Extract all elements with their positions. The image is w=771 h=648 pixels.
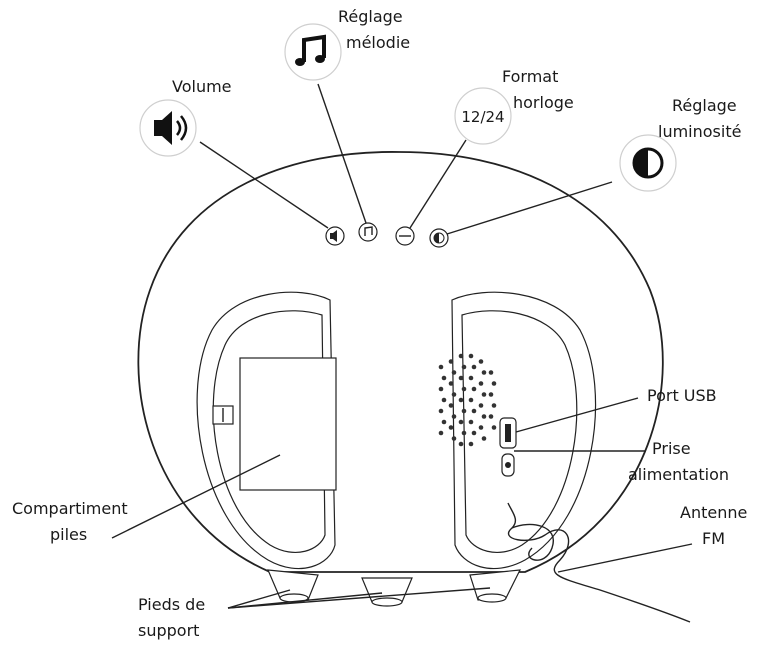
- grille-hole: [448, 425, 454, 430]
- grille-hole: [458, 397, 464, 403]
- grille-hole: [461, 408, 467, 414]
- grille-hole: [438, 386, 444, 392]
- grille-hole: [471, 364, 477, 370]
- label-power-1: Prise: [652, 439, 691, 458]
- grille-hole: [451, 414, 457, 419]
- label-battery-2: piles: [50, 525, 87, 544]
- grille-hole: [461, 430, 467, 436]
- label-feet-2: support: [138, 621, 199, 640]
- grille-hole: [458, 441, 464, 447]
- grille-hole: [448, 381, 454, 386]
- grille-hole: [468, 375, 474, 381]
- half-circle-icon: [632, 147, 664, 179]
- button-melody[interactable]: [358, 222, 378, 242]
- grille-hole: [451, 392, 457, 397]
- grille-hole: [468, 353, 474, 359]
- music-note-icon: [295, 34, 326, 66]
- volume-badge: [139, 99, 197, 157]
- grille-hole: [458, 375, 464, 381]
- grille-hole: [448, 403, 454, 408]
- grille-hole: [488, 414, 494, 419]
- grille-hole: [491, 381, 497, 386]
- grille-hole: [438, 408, 444, 414]
- grille-hole: [488, 392, 494, 397]
- grille-hole: [481, 414, 487, 419]
- grille-hole: [438, 364, 444, 370]
- button-volume[interactable]: [325, 226, 345, 246]
- melody-badge: [284, 23, 342, 81]
- label-brightness-1: Réglage: [672, 96, 737, 115]
- label-melody-1: Réglage: [338, 7, 403, 26]
- grille-hole: [468, 441, 474, 447]
- label-volume: Volume: [172, 77, 232, 96]
- grille-hole: [471, 408, 477, 414]
- speaker-icon: [154, 111, 188, 145]
- label-melody-2: mélodie: [346, 33, 410, 52]
- button-brightness[interactable]: [429, 228, 449, 248]
- grille-hole: [448, 359, 454, 364]
- label-antenna-1: Antenne: [680, 503, 747, 522]
- grille-hole: [491, 425, 497, 430]
- grille-hole: [468, 419, 474, 425]
- button-clock-format[interactable]: [395, 226, 415, 246]
- grille-hole: [441, 375, 447, 381]
- grille-hole: [451, 436, 457, 441]
- clock-badge-text: 12/24: [461, 108, 504, 126]
- grille-hole: [478, 425, 484, 430]
- label-clock-1: Format: [502, 67, 558, 86]
- battery-compartment: [239, 357, 337, 491]
- usb-slot: [505, 424, 511, 442]
- grille-hole: [478, 359, 484, 364]
- label-clock-2: horloge: [513, 93, 574, 112]
- brightness-badge: [619, 134, 677, 192]
- speaker-grille: [438, 353, 497, 447]
- grille-hole: [471, 430, 477, 436]
- grille-hole: [451, 370, 457, 375]
- label-usb: Port USB: [647, 386, 717, 405]
- grille-hole: [471, 386, 477, 392]
- grille-hole: [481, 370, 487, 375]
- label-antenna-2: FM: [702, 529, 725, 548]
- label-feet-1: Pieds de: [138, 595, 205, 614]
- grille-hole: [481, 436, 487, 441]
- grille-hole: [461, 386, 467, 392]
- grille-hole: [458, 353, 464, 359]
- grille-hole: [488, 370, 494, 375]
- grille-hole: [438, 430, 444, 436]
- grille-hole: [481, 392, 487, 397]
- grille-hole: [478, 381, 484, 386]
- grille-hole: [441, 419, 447, 425]
- grille-hole: [491, 403, 497, 408]
- grille-hole: [468, 397, 474, 403]
- grille-hole: [441, 397, 447, 403]
- grille-hole: [458, 419, 464, 425]
- label-brightness-2: luminosité: [658, 122, 741, 141]
- label-power-2: alimentation: [628, 465, 729, 484]
- label-battery-1: Compartiment: [12, 499, 128, 518]
- clock-format-badge: 12/24: [454, 87, 512, 145]
- grille-hole: [478, 403, 484, 408]
- grille-hole: [461, 364, 467, 370]
